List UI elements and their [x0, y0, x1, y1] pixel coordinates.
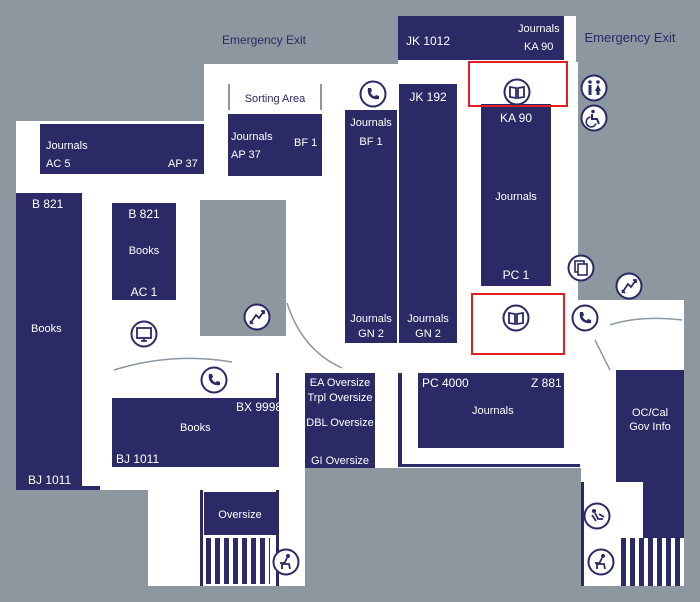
stack-jk192-start: JK 192	[409, 90, 447, 104]
sorting-area-box	[228, 84, 322, 110]
stack-bx9998-top-edge	[276, 373, 279, 467]
block-bottom-right	[643, 482, 684, 538]
stack-pc4000-frame-bottom	[398, 464, 580, 467]
stack-pc4000-frame-left	[398, 373, 402, 467]
reading-book-icon	[503, 78, 531, 106]
door-swing-center	[113, 302, 342, 371]
study-desk-icon	[583, 502, 611, 530]
stack-ac5-ap37	[40, 124, 204, 174]
stack-bx9998-start: BX 9998	[236, 400, 283, 414]
stack-pc4000-end: Z 881	[531, 376, 562, 390]
emergency-exit-top-label: Emergency Exit	[221, 33, 307, 47]
stack-b821-left-start: B 821	[32, 197, 64, 211]
study-desk-icon	[587, 548, 615, 576]
phone-icon	[359, 80, 387, 108]
wall-right-exit-block	[576, 16, 684, 62]
stack-bf1-end-name: Journals	[350, 313, 392, 325]
stack-ap37-end: BF 1	[294, 137, 318, 149]
stack-b821-bj1011	[16, 193, 82, 488]
wall-top-left-block	[16, 16, 204, 121]
wheelchair-accessible-icon	[580, 104, 608, 132]
emergency-exit-right-label: Emergency Exit	[584, 30, 676, 45]
stack-jk192-gn2	[399, 84, 457, 343]
stack-pc4000-name: Journals	[472, 405, 514, 417]
stack-pc4000-start: PC 4000	[422, 376, 469, 390]
stack-gi-oversize: GI Oversize	[310, 455, 370, 467]
stack-ka90-name: Journals	[495, 191, 537, 203]
stairs-bottom-center	[206, 538, 270, 584]
stack-b821-left-end: BJ 1011	[28, 473, 72, 487]
stack-bf1-gn2	[345, 110, 397, 343]
wall-bottom-center-block	[305, 468, 581, 586]
stack-dbl-oversize: DBL Oversize	[306, 417, 374, 429]
stack-occal-line1: OC/Cal	[631, 407, 669, 419]
phone-icon	[200, 366, 228, 394]
wall-top-strip	[0, 0, 700, 16]
stack-bx9998-end: BJ 1011	[116, 452, 160, 466]
stack-b821-mid-name: Books	[128, 245, 160, 257]
highlight-reading-area-top	[468, 61, 568, 107]
stack-bx9998-bj1011	[112, 398, 276, 467]
stack-ea-oversize: EA Oversize	[309, 377, 371, 389]
frame-bottom-right	[581, 482, 584, 586]
stack-jk1012-start: JK 1012	[406, 34, 451, 48]
stack-oversize-small	[204, 492, 276, 535]
stairs-bottom-right	[621, 538, 684, 586]
phone-icon	[571, 304, 599, 332]
stack-jk1012-ka90	[398, 16, 564, 60]
stairs-icon	[615, 272, 643, 300]
wall-right-strip	[684, 0, 700, 602]
stack-bf1-name: Journals	[350, 117, 392, 129]
stairs-icon	[243, 303, 271, 331]
stack-occal-line2: Gov Info	[629, 421, 671, 433]
stack-oversize-column	[305, 373, 375, 468]
stack-ka90-end: PC 1	[502, 268, 530, 282]
frame-oversize-right	[276, 490, 279, 586]
wall-center-core	[200, 200, 286, 336]
wall-bottom-left-block	[16, 490, 148, 586]
stack-b821-mid-start: B 821	[128, 207, 160, 221]
restroom-icon	[580, 74, 608, 102]
stack-ac5-end: AP 37	[168, 158, 198, 170]
stack-b821-left-name: Books	[31, 323, 62, 335]
stack-ka90-pc1	[481, 104, 551, 286]
wall-right-core	[578, 62, 684, 300]
stack-ac5-start: AC 5	[46, 158, 71, 170]
sorting-area-label: Sorting Area	[244, 93, 306, 105]
stack-ka90-start: KA 90	[499, 111, 533, 125]
computer-icon	[130, 320, 158, 348]
stack-trpl-oversize: Trpl Oversize	[307, 392, 373, 404]
wall-bottom-strip	[0, 586, 700, 602]
stack-bx9998-name: Books	[180, 422, 211, 434]
stack-ap37-start: AP 37	[231, 149, 261, 161]
stack-b821-ac1	[112, 203, 176, 300]
stack-oversize-small-label: Oversize	[218, 509, 262, 521]
stack-jk1012-name: Journals	[518, 23, 560, 35]
stack-b821-mid-end: AC 1	[130, 285, 158, 299]
stack-jk192-end-name: Journals	[407, 313, 449, 325]
stack-ap37-bf1	[228, 114, 322, 176]
wall-left-strip	[0, 0, 16, 602]
stack-bf1-end: GN 2	[358, 328, 384, 340]
stack-ap37-name: Journals	[231, 131, 273, 143]
stack-ac5-name: Journals	[46, 140, 88, 152]
stack-jk192-end: GN 2	[415, 328, 441, 340]
highlight-reading-area-bottom	[471, 293, 565, 355]
door-swing-right	[594, 317, 683, 371]
copier-icon	[567, 254, 595, 282]
study-desk-icon	[272, 548, 300, 576]
stack-pc4000-z881	[418, 373, 564, 448]
wall-exit-block	[204, 16, 398, 64]
stack-bf1-start: BF 1	[359, 136, 383, 148]
reading-book-icon	[502, 304, 530, 332]
stack-b821-left-base	[16, 486, 100, 490]
stack-occal-govinfo	[616, 370, 684, 482]
frame-oversize-left	[200, 490, 203, 586]
stack-jk1012-end: KA 90	[524, 41, 554, 53]
